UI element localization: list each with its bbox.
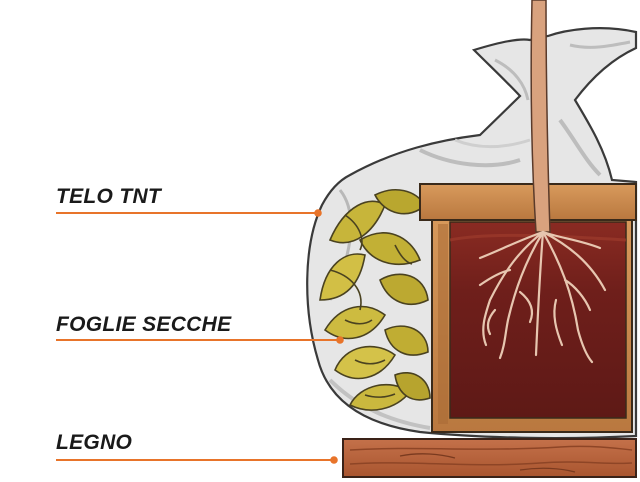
wood-plank [342, 438, 637, 478]
leader-lines [56, 209, 344, 464]
label-legno: LEGNO [56, 431, 133, 454]
pot [419, 183, 637, 433]
leader-dot-telo [314, 209, 322, 217]
label-foglie-secche: FOGLIE SECCHE [56, 313, 232, 336]
leader-dot-foglie [336, 336, 344, 344]
leader-dot-legno [330, 456, 338, 464]
dry-leaves [319, 189, 431, 411]
label-telo-tnt: TELO TNT [56, 185, 162, 208]
plant-stem-roots [478, 0, 607, 364]
